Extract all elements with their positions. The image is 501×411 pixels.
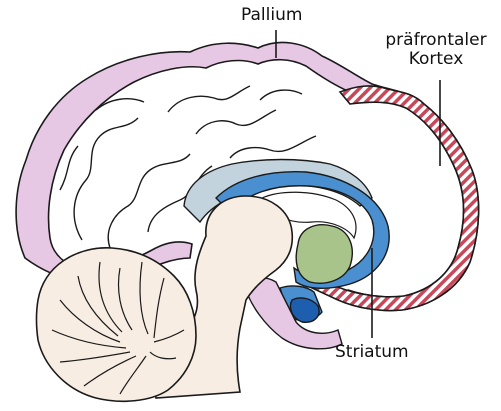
pallium-label: Pallium xyxy=(241,6,302,25)
thalamus-region xyxy=(296,225,352,283)
prefrontal-label-line1: präfrontaler xyxy=(377,31,495,50)
cerebellum xyxy=(37,248,197,401)
prefrontal-cortex-label: präfrontaler Kortex xyxy=(377,31,495,68)
prefrontal-label-line2: Kortex xyxy=(377,50,495,69)
striatum-label: Striatum xyxy=(335,343,409,362)
